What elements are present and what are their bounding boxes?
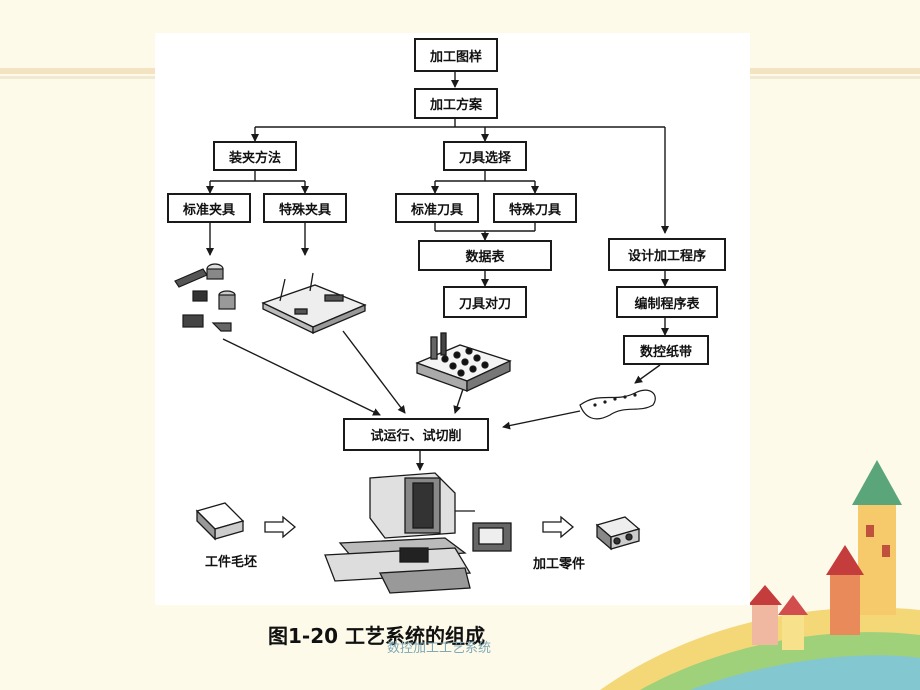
node-program-sheet: 编制程序表 (616, 286, 718, 318)
node-tool-select: 刀具选择 (443, 141, 527, 171)
node-special-tool: 特殊刀具 (493, 193, 577, 223)
std-fixture-parts-icon (174, 263, 236, 332)
hollow-arrow-left (264, 515, 297, 539)
paper-tape-icon (579, 389, 656, 420)
node-std-fixture: 标准夹具 (167, 193, 251, 223)
label-part: 加工零件 (533, 557, 586, 572)
node-trial: 试运行、试切削 (343, 418, 489, 451)
node-nc-tape: 数控纸带 (623, 335, 709, 365)
connector-lines (174, 72, 669, 594)
finished-part-icon (595, 516, 641, 551)
node-design-program: 设计加工程序 (608, 238, 726, 271)
node-data-table: 数据表 (418, 240, 552, 271)
node-fixture-method: 装夹方法 (213, 141, 297, 171)
label-blank: 工件毛坯 (205, 555, 258, 570)
slide-footer-title: 数控加工工艺系统 (387, 641, 492, 656)
workpiece-blank-icon (195, 502, 245, 541)
figure-caption: 图1-20 工艺系统的组成 (268, 624, 486, 648)
castle-decoration-icon (748, 460, 902, 650)
node-special-fixture: 特殊夹具 (263, 193, 347, 223)
node-tool-setting: 刀具对刀 (443, 286, 527, 318)
node-std-tool: 标准刀具 (395, 193, 479, 223)
diagram-panel: 加工图样 加工方案 装夹方法 刀具选择 标准夹具 特殊夹具 标准刀具 特殊刀具 … (155, 33, 750, 605)
cnc-machine-icon (324, 472, 512, 594)
node-drawing: 加工图样 (414, 38, 498, 72)
node-plan: 加工方案 (414, 88, 498, 119)
hollow-arrow-right (542, 515, 575, 539)
special-fixture-plate-icon (261, 272, 367, 335)
tool-holder-block-icon (415, 332, 512, 393)
